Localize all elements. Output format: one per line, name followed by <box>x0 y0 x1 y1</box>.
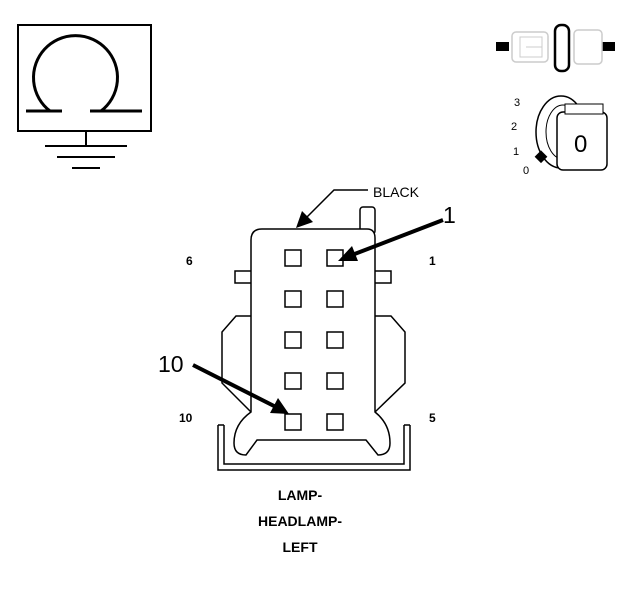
ignition-key-label: 0 <box>574 131 587 158</box>
cavity-r1-c1 <box>284 249 302 267</box>
caption-line-3: LEFT <box>282 539 318 555</box>
cavity-r5-c1 <box>284 413 302 431</box>
connector-cavities <box>284 249 344 431</box>
callout-label-pin-10: 10 <box>158 351 184 377</box>
ignition-position-2: 2 <box>511 121 517 133</box>
cavity-r5-c2 <box>326 413 344 431</box>
ignition-position-0: 0 <box>523 165 529 177</box>
cavity-r1-c2 <box>326 249 344 267</box>
ohmmeter-ground-icon <box>17 24 152 169</box>
pin-label-bottom-left: 10 <box>179 411 193 425</box>
callout-arrow-pin-10: 10 <box>158 351 289 414</box>
connector-caption: LAMP- HEADLAMP- LEFT <box>240 482 360 560</box>
color-callout: BLACK <box>296 184 420 228</box>
cavity-r3-c2 <box>326 331 344 349</box>
connector-body <box>233 228 391 456</box>
callout-label-pin-1: 1 <box>443 202 456 228</box>
ignition-position-1: 1 <box>513 146 519 158</box>
ignition-position-3: 3 <box>514 97 520 109</box>
connector-color-label: BLACK <box>373 184 420 200</box>
cavity-r2-c1 <box>284 290 302 308</box>
pin-label-bottom-right: 5 <box>429 411 436 425</box>
caption-line-2: HEADLAMP- <box>258 513 342 529</box>
cavity-r4-c1 <box>284 372 302 390</box>
ignition-key-icon: 3 2 1 0 0 <box>511 95 608 177</box>
cavity-r4-c2 <box>326 372 344 390</box>
connector-bracket <box>217 424 411 471</box>
pin-label-top-left: 6 <box>186 254 193 268</box>
connector-tab-right <box>373 270 392 284</box>
pin-label-top-right: 1 <box>429 254 436 268</box>
connector-side-wings <box>221 315 406 413</box>
cavity-r3-c1 <box>284 331 302 349</box>
connector-plug-icon <box>496 23 615 73</box>
connector-tab-left <box>234 270 253 284</box>
caption-line-1: LAMP- <box>277 487 323 503</box>
callout-arrow-pin-1: 1 <box>338 202 456 261</box>
cavity-r2-c2 <box>326 290 344 308</box>
